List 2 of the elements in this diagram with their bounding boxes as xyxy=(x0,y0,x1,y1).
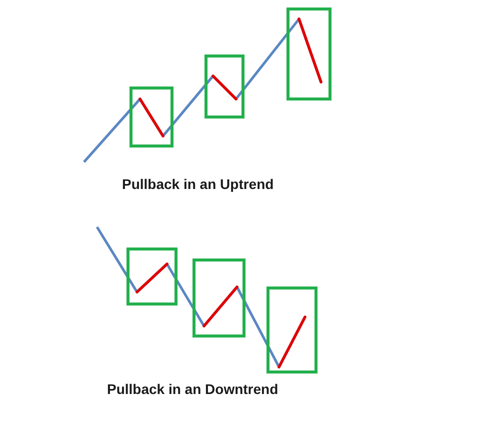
chart-caption: Pullback in an Uptrend xyxy=(122,176,274,192)
chart-caption: Pullback in an Downtrend xyxy=(107,381,278,397)
